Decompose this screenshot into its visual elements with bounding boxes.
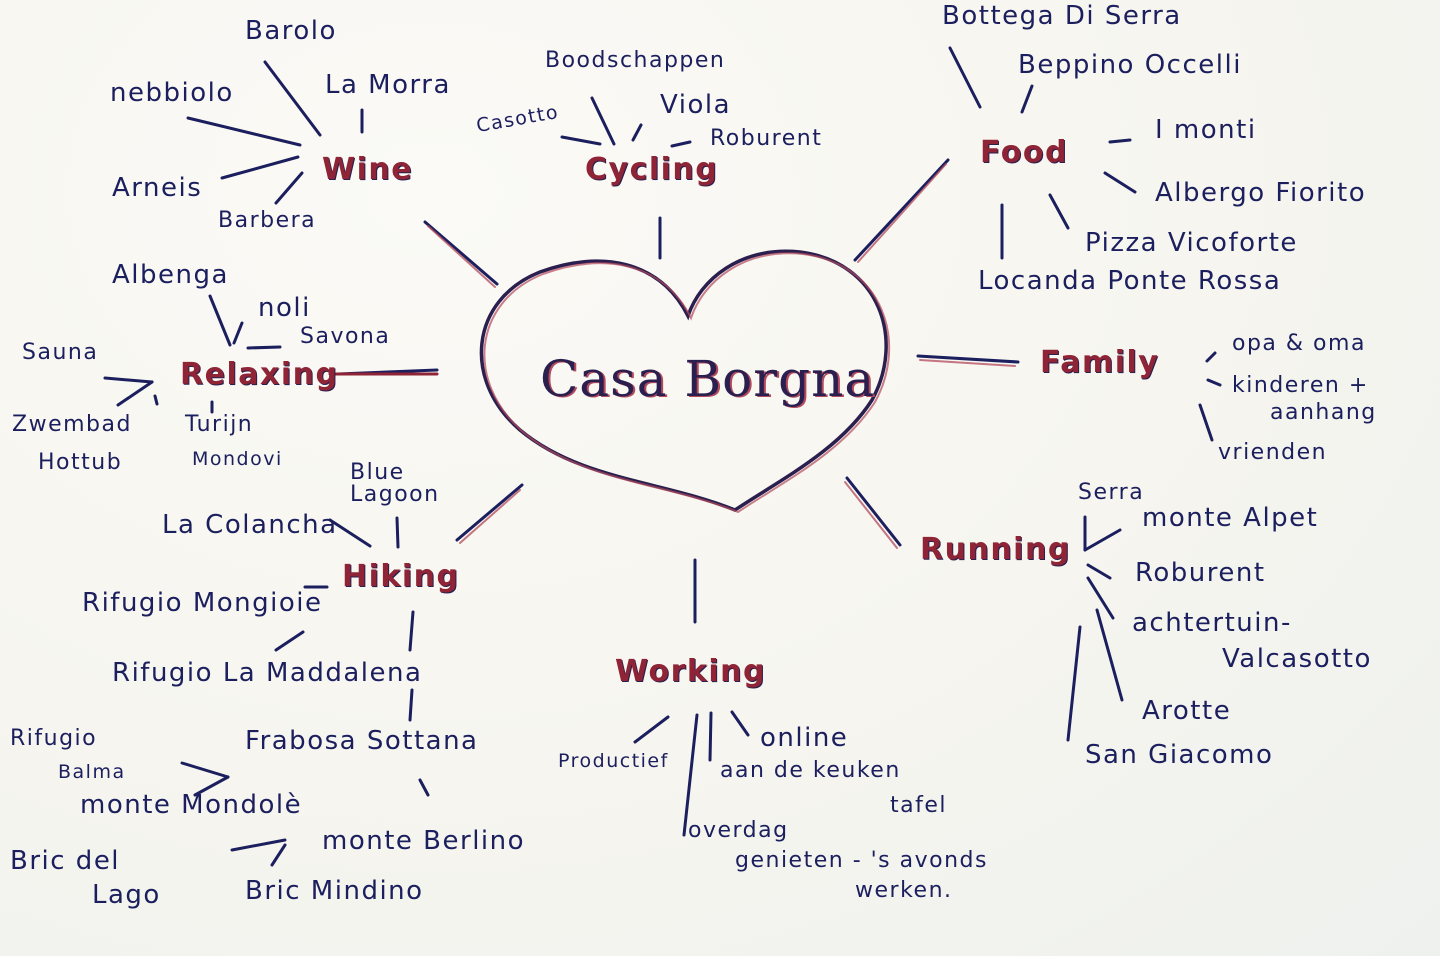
hiking-item: Rifugio bbox=[10, 726, 98, 751]
category-food: Food bbox=[980, 135, 1068, 170]
working-item: aan de keuken bbox=[720, 758, 901, 783]
wine-item: Barolo bbox=[245, 16, 337, 46]
cycling-item: Roburent bbox=[710, 126, 823, 151]
working-item: tafel bbox=[890, 793, 947, 818]
central-title: Casa Borgna bbox=[540, 350, 876, 408]
category-hiking: Hiking bbox=[342, 559, 460, 594]
running-item: achtertuin- bbox=[1132, 608, 1292, 638]
working-item: Productief bbox=[558, 750, 669, 772]
category-wine: Wine bbox=[322, 152, 414, 187]
hiking-item: Bric Mindino bbox=[245, 876, 424, 906]
wine-item: Barbera bbox=[218, 208, 317, 233]
category-family: Family bbox=[1040, 345, 1160, 380]
relaxing-item: noli bbox=[258, 293, 311, 323]
relaxing-item: Savona bbox=[300, 324, 391, 349]
relaxing-item: Turijn bbox=[185, 412, 254, 437]
food-item: Albergo Fiorito bbox=[1155, 178, 1367, 208]
running-item: Arotte bbox=[1142, 696, 1232, 726]
working-item: online bbox=[760, 723, 849, 753]
food-item: I monti bbox=[1155, 115, 1257, 145]
relaxing-item: Sauna bbox=[22, 340, 99, 365]
relaxing-item: Hottub bbox=[38, 450, 123, 475]
family-item: vrienden bbox=[1218, 440, 1328, 465]
running-item: San Giacomo bbox=[1085, 740, 1274, 770]
hiking-item: Lago bbox=[92, 880, 161, 910]
hiking-item: Rifugio La Maddalena bbox=[112, 658, 423, 688]
working-item: werken. bbox=[855, 878, 953, 903]
hiking-item: monte Mondolè bbox=[80, 790, 303, 820]
category-running: Running bbox=[920, 532, 1071, 567]
hiking-item: La Colancha bbox=[162, 510, 338, 540]
relaxing-item: Mondovi bbox=[192, 448, 283, 470]
running-item: Valcasotto bbox=[1222, 644, 1372, 674]
family-item: kinderen + bbox=[1232, 373, 1369, 398]
wine-item: nebbiolo bbox=[110, 78, 234, 108]
relaxing-item: Blue Lagoon bbox=[350, 460, 440, 507]
wine-item: Arneis bbox=[112, 173, 203, 203]
hiking-item: monte Berlino bbox=[322, 826, 526, 856]
hiking-item: Bric del bbox=[10, 846, 121, 876]
hiking-item: Frabosa Sottana bbox=[245, 726, 479, 756]
running-item: Roburent bbox=[1135, 558, 1266, 588]
food-item: Locanda Ponte Rossa bbox=[978, 266, 1282, 296]
family-item: opa & oma bbox=[1232, 331, 1366, 356]
running-item: Serra bbox=[1078, 480, 1145, 505]
category-working: Working bbox=[615, 654, 766, 689]
hiking-item: Rifugio Mongioie bbox=[82, 588, 323, 618]
food-item: Beppino Occelli bbox=[1018, 50, 1242, 80]
cycling-item: Viola bbox=[660, 90, 732, 120]
family-item: aanhang bbox=[1270, 400, 1377, 425]
cycling-item: Boodschappen bbox=[545, 48, 726, 73]
category-relaxing: Relaxing bbox=[180, 357, 339, 392]
food-item: Bottega Di Serra bbox=[942, 1, 1182, 31]
working-item: overdag bbox=[688, 818, 789, 843]
running-item: monte Alpet bbox=[1142, 503, 1319, 533]
category-cycling: Cycling bbox=[585, 152, 719, 187]
relaxing-item: Zwembad bbox=[12, 412, 132, 437]
relaxing-item: Albenga bbox=[112, 260, 229, 290]
working-item: genieten - 's avonds bbox=[735, 848, 988, 873]
hiking-item: Balma bbox=[58, 761, 126, 783]
wine-item: La Morra bbox=[325, 70, 451, 100]
food-item: Pizza Vicoforte bbox=[1085, 228, 1298, 258]
